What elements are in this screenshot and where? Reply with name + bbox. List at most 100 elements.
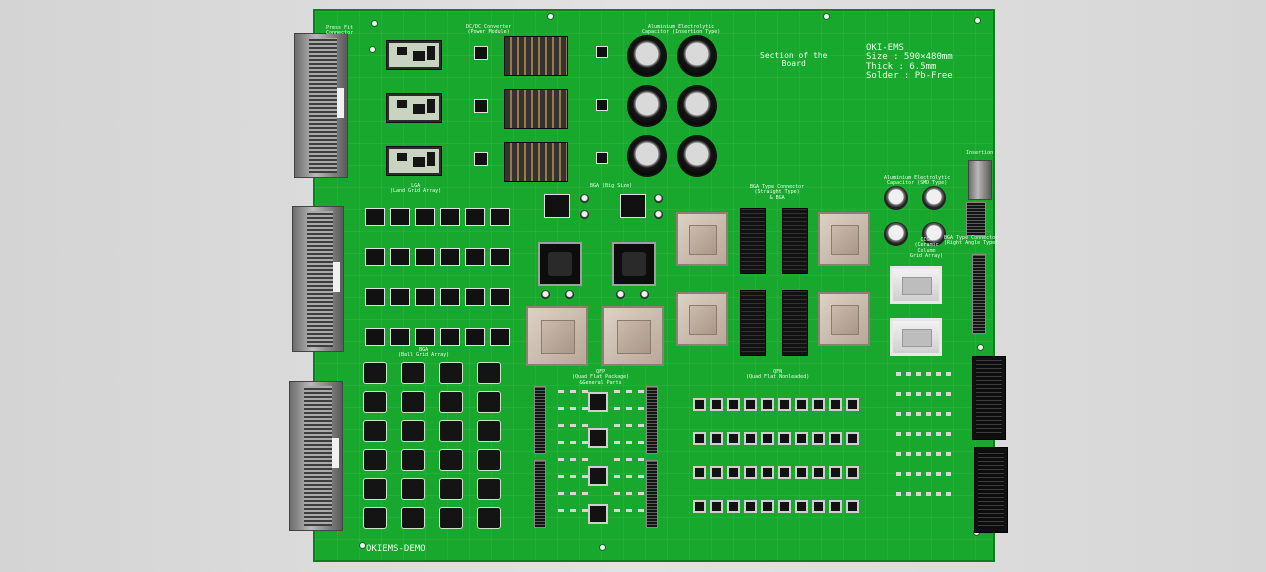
small-capacitor <box>580 194 589 203</box>
smd-pad <box>916 372 921 376</box>
alu-insertion-label: Aluminium Electrolytic Capacitor (Insert… <box>642 24 721 36</box>
smd-pad <box>896 412 901 416</box>
lga-chip <box>365 288 385 306</box>
smd-pad <box>936 372 941 376</box>
small-capacitor <box>541 290 550 299</box>
bga-connector <box>740 208 766 274</box>
dc-dc-module <box>386 93 442 123</box>
bga-chip <box>402 392 424 412</box>
smd-pad <box>570 407 576 410</box>
lga-chip <box>465 328 485 346</box>
lga-chip <box>490 248 510 266</box>
qfn-chip <box>797 434 806 443</box>
lga-label: LGA (Land Grid Array) <box>390 183 442 195</box>
regulator-chip <box>596 46 608 58</box>
smd-pad <box>896 392 901 396</box>
small-capacitor <box>640 290 649 299</box>
smd-pad <box>614 492 620 495</box>
lga-chip <box>465 208 485 226</box>
qfp-side-connector <box>534 386 546 454</box>
bga-chip <box>440 508 462 528</box>
qfn-chip <box>814 400 823 409</box>
regulator-chip <box>596 99 608 111</box>
qfn-chip <box>729 434 738 443</box>
smd-pad <box>558 509 564 512</box>
lga-chip <box>390 248 410 266</box>
bga-chip <box>440 392 462 412</box>
bga-processor <box>818 292 870 346</box>
smd-pad <box>558 390 564 393</box>
bga-chip <box>402 508 424 528</box>
qfn-chip <box>729 400 738 409</box>
smd-pad <box>614 475 620 478</box>
lga-chip <box>390 288 410 306</box>
smd-pad <box>582 509 588 512</box>
smd-pad <box>906 452 911 456</box>
smd-pad <box>558 424 564 427</box>
bga-connector <box>740 290 766 356</box>
qfn-chip <box>712 468 721 477</box>
electrolytic-capacitor <box>628 86 666 126</box>
smd-pad <box>936 412 941 416</box>
smd-pad <box>626 441 632 444</box>
small-capacitor <box>565 290 574 299</box>
smd-pad <box>614 424 620 427</box>
electrolytic-capacitor <box>678 36 716 76</box>
small-capacitor <box>654 210 663 219</box>
dc-dc-module <box>386 146 442 176</box>
smd-pad <box>946 432 951 436</box>
power-converter <box>504 36 568 76</box>
smd-pad <box>926 452 931 456</box>
qfn-chip <box>763 400 772 409</box>
qfn-chip <box>746 502 755 511</box>
mounting-hole <box>548 14 553 19</box>
power-converter <box>504 142 568 182</box>
smd-pad <box>570 441 576 444</box>
smd-pad <box>626 475 632 478</box>
regulator-chip <box>474 46 488 60</box>
mounting-hole <box>372 21 377 26</box>
lga-chip <box>440 288 460 306</box>
lga-chip <box>415 328 435 346</box>
bga-chip <box>402 450 424 470</box>
smd-pad <box>626 407 632 410</box>
bga-big-label: BGA (Big Size) <box>590 183 633 189</box>
smd-pad <box>626 492 632 495</box>
smd-pad <box>614 509 620 512</box>
smd-pad <box>936 432 941 436</box>
qfn-chip <box>763 434 772 443</box>
bga-chip <box>364 450 386 470</box>
bga-chip <box>478 508 500 528</box>
bga-chip <box>364 508 386 528</box>
smd-pad <box>626 390 632 393</box>
bga-chip <box>364 363 386 383</box>
edge-connector <box>972 356 1006 440</box>
smd-pad <box>570 424 576 427</box>
smd-pad <box>946 452 951 456</box>
smd-pad <box>582 441 588 444</box>
smd-pad <box>638 509 644 512</box>
alu-smd-label: Aluminium Electrolytic Capacitor (SMD Ty… <box>884 175 951 187</box>
electrolytic-capacitor <box>678 136 716 176</box>
smd-pad <box>926 432 931 436</box>
smd-pad <box>626 424 632 427</box>
qfn-chip <box>831 400 840 409</box>
smd-pad <box>926 372 931 376</box>
smd-pad <box>558 441 564 444</box>
smd-pad <box>936 392 941 396</box>
smd-pad <box>936 492 941 496</box>
lga-chip <box>415 288 435 306</box>
regulator-chip <box>596 152 608 164</box>
smd-pad <box>916 412 921 416</box>
qfn-chip <box>831 502 840 511</box>
electrolytic-capacitor <box>678 86 716 126</box>
qfn-chip <box>814 468 823 477</box>
board-name-label: OKIEMS-DEMO <box>366 544 426 554</box>
smd-pad <box>638 492 644 495</box>
smd-pad <box>638 458 644 461</box>
right-angle-bga-connector <box>972 254 986 334</box>
qfn-chip <box>780 434 789 443</box>
bga-connector-label: BGA Type Connector (Straight Type) & BGA <box>750 184 805 201</box>
qfn-chip <box>780 400 789 409</box>
press-fit-label: Press Fit Connector <box>326 25 354 37</box>
